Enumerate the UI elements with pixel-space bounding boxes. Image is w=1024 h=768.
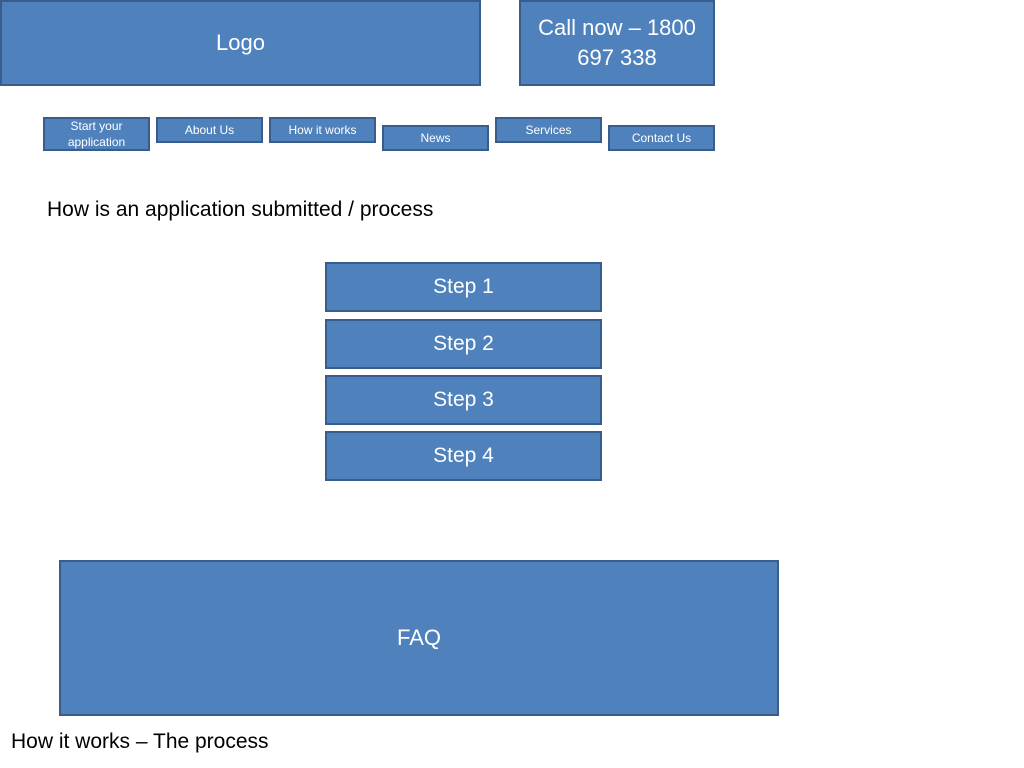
step-label: Step 1 <box>433 275 494 298</box>
page-caption: How it works – The process <box>11 730 269 753</box>
nav-item-label: Start your application <box>67 119 126 149</box>
step-2-box[interactable]: Step 2 <box>325 319 602 369</box>
nav-item-contact-us[interactable]: Contact Us <box>608 125 715 151</box>
logo[interactable]: Logo <box>0 0 481 86</box>
nav-item-label: How it works <box>288 123 357 137</box>
section-heading: How is an application submitted / proces… <box>47 198 434 221</box>
step-4-box[interactable]: Step 4 <box>325 431 602 481</box>
nav-item-how-it-works[interactable]: How it works <box>269 117 376 143</box>
nav-item-label: News <box>420 131 451 145</box>
step-label: Step 4 <box>433 444 494 467</box>
nav-item-label: Contact Us <box>631 131 692 145</box>
nav-item-services[interactable]: Services <box>495 117 602 143</box>
step-1-box[interactable]: Step 1 <box>325 262 602 312</box>
step-3-box[interactable]: Step 3 <box>325 375 602 425</box>
logo-label: Logo <box>216 30 265 55</box>
faq-label: FAQ <box>396 625 441 650</box>
nav-item-start-application[interactable]: Start your application <box>43 117 150 151</box>
call-now-box[interactable]: Call now – 1800 697 338 <box>519 0 715 86</box>
nav-item-label: About Us <box>184 123 235 137</box>
step-label: Step 2 <box>433 332 494 355</box>
nav-item-news[interactable]: News <box>382 125 489 151</box>
nav-item-about-us[interactable]: About Us <box>156 117 263 143</box>
call-now-label: Call now – 1800 697 338 <box>538 15 696 70</box>
nav-item-label: Services <box>525 123 572 137</box>
faq-box[interactable]: FAQ <box>59 560 779 716</box>
step-label: Step 3 <box>433 388 494 411</box>
